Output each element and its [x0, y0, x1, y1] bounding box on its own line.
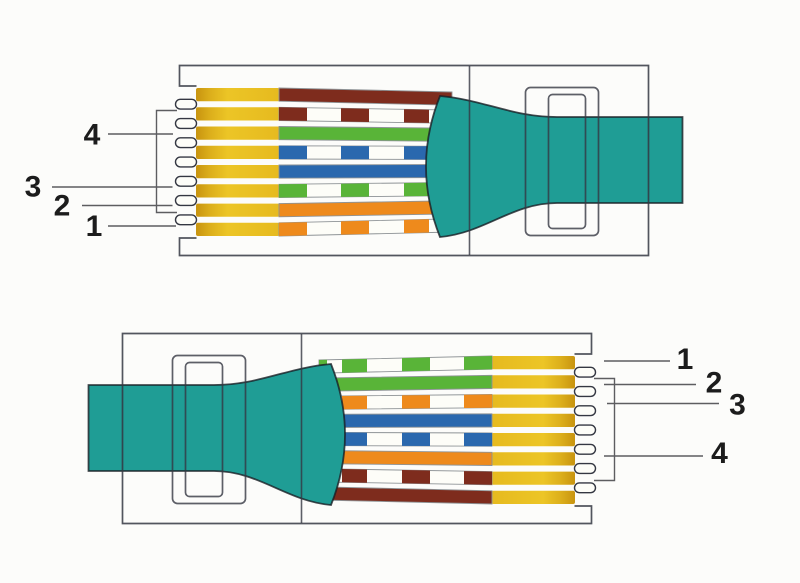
wire-solid	[278, 87, 453, 106]
wire-stripe-block	[279, 145, 307, 160]
gold-pin-row-3	[491, 394, 575, 408]
wire-stripe-block	[464, 471, 492, 485]
gold-pin-row-7	[196, 203, 280, 217]
connector-shell	[121, 332, 593, 525]
latch-outer	[524, 86, 600, 237]
wire-number-label-1: 1	[677, 343, 694, 376]
gold-pin-row-8	[196, 222, 280, 236]
pin-slot-divider	[174, 137, 198, 149]
wire-stripe-block	[342, 358, 367, 373]
wire-number-label-2: 2	[706, 367, 723, 400]
gold-pin-row-2	[196, 107, 280, 121]
wire-number-label-2: 2	[54, 190, 71, 223]
latch-inner	[184, 361, 224, 498]
cable-jacket	[87, 363, 346, 506]
wire-number-label-3: 3	[25, 171, 42, 204]
wire-white-brown	[278, 106, 453, 124]
gold-pin-row-4	[491, 413, 575, 427]
pin-slot-divider	[174, 156, 198, 168]
wire-stripe-block	[404, 109, 429, 123]
wire-orange	[278, 200, 453, 218]
wire-stripe-block	[342, 469, 367, 483]
gold-pin-row-5	[196, 165, 280, 179]
pin-slot-divider	[573, 424, 597, 436]
pin-group-bracket	[594, 377, 616, 482]
wire-green	[278, 126, 453, 142]
wire-stripe-block	[279, 107, 307, 121]
wire-brown	[278, 87, 453, 106]
gold-pin-row-6	[196, 184, 280, 198]
wire-number-label-4: 4	[84, 119, 101, 152]
pin-slot-divider	[174, 117, 198, 130]
rj45-connector-top	[155, 64, 684, 257]
wire-number-label-4: 4	[711, 437, 728, 470]
pin-slot-divider	[573, 482, 597, 494]
wire-solid	[318, 486, 493, 505]
pin-slot-divider	[573, 443, 597, 455]
gold-pin-row-1	[491, 356, 575, 370]
wire-stripe-block	[404, 146, 429, 160]
pin-group-bracket	[155, 109, 177, 214]
pin-slot-divider	[174, 175, 198, 187]
wire-green	[318, 374, 493, 392]
gold-pin-row-3	[196, 126, 280, 140]
gold-pin-row-7	[491, 471, 575, 485]
rj45-connector-bottom	[87, 332, 616, 525]
wire-stripe-block	[342, 432, 367, 446]
wire-white-green	[318, 355, 493, 374]
wire-number-label-3: 3	[729, 389, 746, 422]
wire-white-blue	[318, 431, 493, 447]
latch-outer	[171, 354, 247, 505]
wire-white-brown	[318, 468, 493, 486]
pin-slot-divider	[174, 98, 198, 110]
wire-stripe-block	[279, 184, 307, 198]
pin-slot-divider	[174, 214, 198, 226]
wire-number-label-1: 1	[86, 210, 103, 243]
wire-stripe-block	[402, 470, 430, 484]
connector-shell	[178, 64, 650, 257]
wire-stripe-block	[404, 219, 429, 234]
wire-white-orange	[318, 394, 493, 410]
pin-slot-divider	[573, 405, 597, 417]
pin-slot-divider	[573, 366, 597, 378]
cable-jacket	[425, 95, 684, 238]
gold-pin-row-2	[491, 375, 575, 389]
wire-solid	[318, 374, 493, 392]
gold-pin-row-8	[491, 490, 575, 504]
wire-stripe-block	[404, 182, 429, 197]
wire-stripe-block	[402, 357, 430, 372]
gold-pin-row-5	[491, 433, 575, 447]
pin-slot-divider	[174, 194, 198, 207]
pin-slot-divider	[573, 462, 597, 475]
wire-solid	[278, 126, 453, 142]
pin-slot-divider	[573, 385, 597, 398]
wire-stripe-block	[402, 395, 430, 409]
gold-pin-row-6	[491, 452, 575, 466]
gold-pin-row-1	[196, 88, 280, 102]
wire-stripe-block	[464, 432, 492, 447]
wire-brown	[318, 486, 493, 505]
wire-stripe-block	[341, 220, 369, 235]
wire-stripe-block	[341, 146, 369, 160]
latch-inner	[547, 93, 587, 230]
wire-solid	[278, 200, 453, 218]
labels-top-connector: 4 321	[25, 119, 176, 243]
wire-stripe-block	[341, 108, 369, 122]
wire-stripe-block	[464, 356, 492, 370]
wire-stripe-block	[464, 394, 492, 408]
wire-stripe-block	[341, 183, 369, 197]
gold-pin-row-4	[196, 145, 280, 159]
wire-white-orange	[278, 218, 453, 237]
wire-stripe-block	[402, 432, 430, 446]
wire-stripe-block	[279, 222, 307, 236]
wire-stripe-block	[342, 395, 367, 410]
